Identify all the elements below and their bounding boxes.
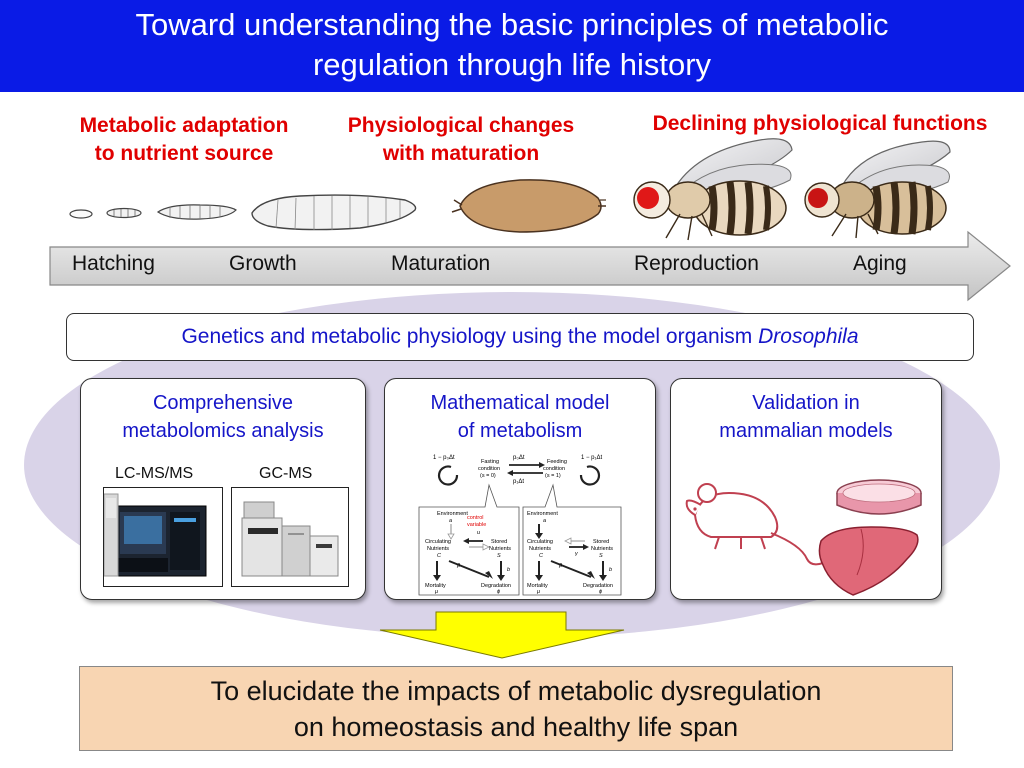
left-stored-text: Stored <box>491 539 507 545</box>
math-title-line2: of metabolism <box>457 420 583 442</box>
mouse-icon <box>685 483 824 566</box>
right-stored-nutrients-text: Nutrients <box>591 546 613 552</box>
left-env-symbol: a <box>449 518 452 524</box>
left-stored-nutrients-text: Nutrients <box>489 546 511 552</box>
title-line-2: regulation through life history <box>312 47 712 82</box>
right-b-symbol: b <box>609 567 612 573</box>
left-beta-symbol: β <box>456 563 461 569</box>
large-larva-icon <box>251 194 417 231</box>
p0-rate-text: p₀Δt <box>513 455 525 461</box>
life-history-timeline <box>49 138 1011 302</box>
right-degradation-text: Degradation <box>583 583 613 589</box>
right-loop-arrow <box>579 465 601 486</box>
stage-label-hatching: Hatching <box>72 252 155 275</box>
fasting-label-3: (s = 0) <box>480 473 496 479</box>
left-circ-nutrients-text: Nutrients <box>427 546 449 552</box>
gcms-instrument-image <box>231 487 349 587</box>
metabolomics-title-line2: metabolomics analysis <box>122 420 324 442</box>
feeding-label-2: condition <box>543 466 565 472</box>
left-degradation-text: Degradation <box>481 583 511 589</box>
validation-title-line1: Validation in <box>752 392 860 414</box>
panel-validation: Validation in mammalian models <box>670 378 942 600</box>
title-line-1: Toward understanding the basic principle… <box>135 7 889 42</box>
lcms-label: LC-MS/MS <box>115 465 194 482</box>
left-c-symbol: C <box>437 553 441 559</box>
left-loop-text: 1 − p₀Δt <box>433 455 455 461</box>
timeline-arrow <box>49 230 1011 302</box>
goal-line-2: on homeostasis and healthy life span <box>293 712 739 742</box>
adult-fly-aging-icon <box>804 140 951 239</box>
stage-label-aging: Aging <box>853 252 907 275</box>
drosophila-text: Drosophila <box>758 325 859 348</box>
stage-label-growth: Growth <box>229 252 297 275</box>
validation-illustration <box>685 479 922 596</box>
right-gamma-symbol: γ <box>575 551 579 557</box>
variable-text: variable <box>467 522 486 528</box>
right-mu-symbol: μ <box>536 589 540 595</box>
metabolomics-title-line1: Comprehensive <box>152 392 294 414</box>
small-larva-icon <box>106 207 142 219</box>
control-text: control <box>467 515 484 521</box>
math-title-line1: Mathematical model <box>430 392 610 414</box>
right-stored-text: Stored <box>593 539 609 545</box>
caption-physiological-line1: Physiological changes <box>347 114 575 137</box>
caption-metabolic-line1: Metabolic adaptation <box>79 114 289 137</box>
left-mortality-text: Mortality <box>425 583 446 589</box>
panel-math-title: Mathematical model of metabolism <box>385 389 655 445</box>
left-environment-text: Environment <box>437 511 468 517</box>
adult-fly-reproduction-icon <box>633 138 793 241</box>
fasting-label-2: condition <box>478 466 500 472</box>
caption-declining-functions: Declining physiological functions <box>652 112 988 135</box>
left-phi-symbol: ϕ <box>497 589 500 595</box>
right-beta-symbol: β <box>558 563 563 569</box>
medium-larva-icon <box>156 204 237 220</box>
right-env-symbol: a <box>543 518 546 524</box>
caption-metabolic-adaptation: Metabolic adaptation to nutrient source <box>56 112 312 168</box>
left-b-symbol: b <box>507 567 510 573</box>
p1-rate-text: p₁Δt <box>513 479 524 485</box>
left-loop-arrow <box>437 465 459 486</box>
right-environment-text: Environment <box>527 511 558 517</box>
liver-icon <box>818 526 919 596</box>
lcms-instrument-icon <box>103 493 207 577</box>
right-s-symbol: S <box>599 553 603 559</box>
stage-label-reproduction: Reproduction <box>634 252 759 275</box>
goal-line-1: To elucidate the impacts of metabolic dy… <box>210 676 822 706</box>
left-s-symbol: S <box>497 553 501 559</box>
right-circulating-text: Circulating <box>527 539 553 545</box>
petri-dish-icon <box>836 479 922 515</box>
validation-title-line2: mammalian models <box>719 420 893 442</box>
panel-validation-title: Validation in mammalian models <box>671 389 941 445</box>
feeding-label-1: Feeding <box>547 459 567 465</box>
caption-physiological-line2: with maturation <box>382 142 540 165</box>
feeding-label-3: (s = 1) <box>545 473 561 479</box>
panel-metabolomics-title: Comprehensive metabolomics analysis <box>81 389 365 445</box>
panel-metabolomics: Comprehensive metabolomics analysis LC-M… <box>80 378 366 600</box>
panel-mathematical-model: Mathematical model of metabolism 1 − p₀Δ… <box>384 378 656 600</box>
right-loop-text: 1 − p₁Δt <box>581 455 603 461</box>
caption-metabolic-line2: to nutrient source <box>94 142 274 165</box>
egg-icon <box>69 209 93 219</box>
right-circ-nutrients-text: Nutrients <box>529 546 551 552</box>
left-circulating-text: Circulating <box>425 539 451 545</box>
gcms-instrument-icon <box>241 501 339 577</box>
title-bar: Toward understanding the basic principle… <box>0 0 1024 92</box>
goal-box: To elucidate the impacts of metabolic dy… <box>79 666 953 751</box>
left-mu-symbol: μ <box>434 589 438 595</box>
u-symbol: u <box>477 530 480 536</box>
right-c-symbol: C <box>539 553 543 559</box>
right-mortality-text: Mortality <box>527 583 548 589</box>
pupa-icon <box>451 179 606 233</box>
genetics-approach-box: Genetics and metabolic physiology using … <box>66 313 974 361</box>
stage-label-maturation: Maturation <box>391 252 491 275</box>
gcms-label: GC-MS <box>259 465 313 482</box>
fasting-label-1: Fasting <box>481 459 499 465</box>
genetics-text: Genetics and metabolic physiology using … <box>181 325 759 348</box>
caption-physiological-changes: Physiological changes with maturation <box>330 112 592 168</box>
math-model-diagram: 1 − p₀Δt 1 − p₁Δt Fasting condition (s =… <box>418 455 622 596</box>
lcms-instrument-image <box>103 487 223 587</box>
right-phi-symbol: ϕ <box>599 589 602 595</box>
